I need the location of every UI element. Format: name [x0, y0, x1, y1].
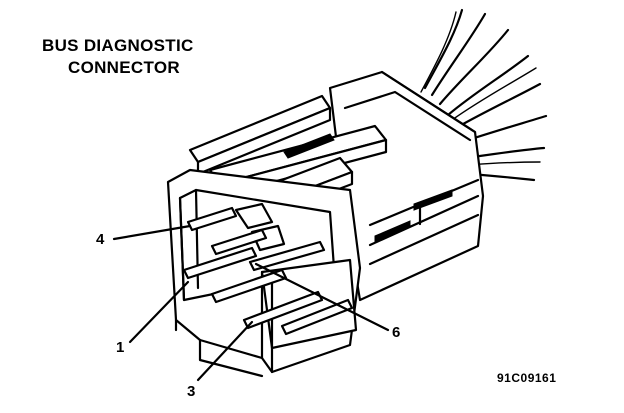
leader-line-pin-1: [128, 280, 190, 344]
terminal-pins: [182, 206, 354, 336]
figure-code: 91C09161: [497, 371, 557, 385]
pin-label-1: 1: [116, 339, 125, 356]
leader-line-pin-3: [196, 320, 254, 382]
leader-line-pin-4: [112, 224, 192, 241]
leader-lines: [112, 224, 390, 382]
diagram-title-line-1: BUS DIAGNOSTIC: [42, 36, 194, 55]
pin-label-3: 3: [187, 383, 196, 400]
diagram-title-line-2: CONNECTOR: [68, 58, 180, 77]
pin-label-4: 4: [96, 231, 105, 248]
pin-label-6: 6: [392, 324, 401, 341]
leader-line-pin-6: [254, 262, 390, 332]
